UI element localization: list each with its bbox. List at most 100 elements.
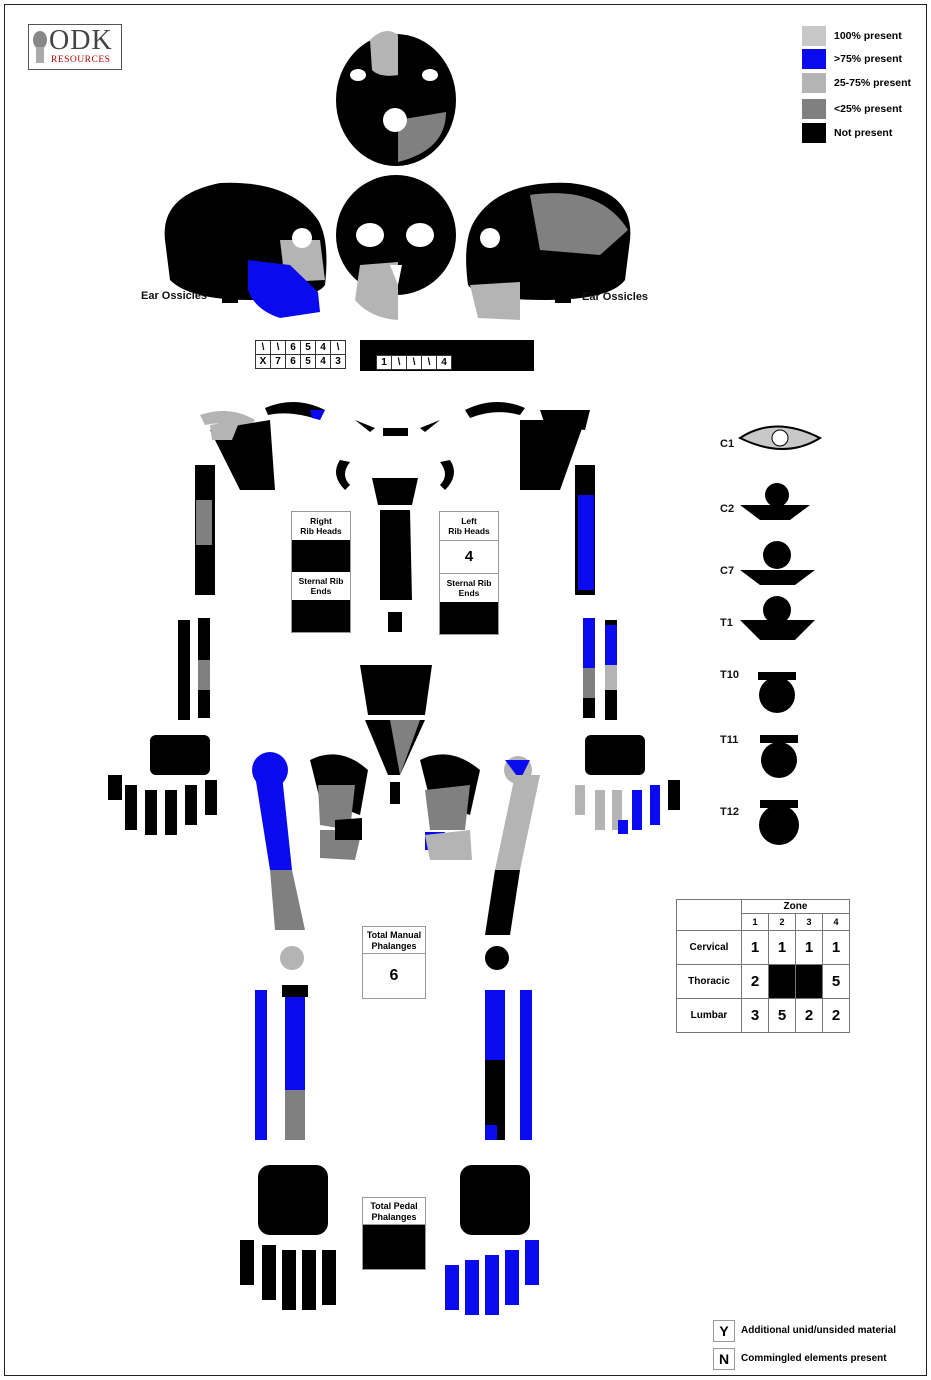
tooth-cell[interactable]: 6	[286, 355, 301, 369]
tooth-cell[interactable]: 4	[316, 355, 331, 369]
zone-cell[interactable]: 2	[823, 999, 850, 1033]
right-rib-heads-value	[292, 540, 350, 572]
flag-code-box[interactable]: Y	[713, 1320, 735, 1342]
pedal-phalanges-value	[363, 1224, 425, 1269]
ear-ossicles-left-label: Ear Ossicles	[582, 291, 648, 303]
hand-right	[108, 735, 217, 835]
ear-ossicles-left-box	[555, 287, 571, 303]
femur-right	[252, 752, 305, 970]
manual-phalanges-box[interactable]: Total Manual Phalanges 6	[362, 926, 426, 999]
flag-text: Commingled elements present	[741, 1353, 887, 1364]
left-rib-heads-box[interactable]: Left Rib Heads 4 Sternal Rib Ends	[439, 511, 499, 635]
left-rib-heads-title: Left Rib Heads	[440, 512, 498, 540]
pedal-phalanges-title: Total Pedal Phalanges	[363, 1198, 425, 1224]
dentition-upper-right: \ \ 6 5 4 \ X 7 6 5 4 3	[255, 340, 346, 369]
tooth-cell[interactable]: \	[271, 341, 286, 355]
tooth-cell[interactable]: 4	[316, 341, 331, 355]
zone-cell[interactable]: 2	[796, 999, 823, 1033]
vertebra-label-t12: T12	[720, 806, 739, 818]
forearm-right	[178, 618, 210, 720]
zone-col-header: 4	[823, 914, 850, 931]
zone-cell[interactable]: 5	[823, 965, 850, 999]
tooth-cell[interactable]: 1	[377, 356, 392, 370]
right-sternal-rib-ends-value	[292, 600, 350, 632]
tooth-cell[interactable]: \	[407, 356, 422, 370]
humerus-left	[575, 465, 595, 595]
tooth-cell[interactable]: 5	[301, 341, 316, 355]
vertebra-t1	[740, 596, 815, 640]
vertebra-label-c7: C7	[720, 565, 734, 577]
vertebra-t11	[760, 735, 798, 778]
vertebra-t12	[759, 800, 799, 845]
hand-left	[575, 735, 680, 834]
tooth-cell[interactable]: 6	[286, 341, 301, 355]
sacrum	[360, 665, 432, 804]
zone-cell[interactable]: 1	[769, 931, 796, 965]
vertebra-label-t1: T1	[720, 617, 733, 629]
vertebra-label-t11: T11	[720, 734, 738, 746]
pelvis-left	[420, 754, 480, 860]
tooth-cell[interactable]: \	[256, 341, 271, 355]
skull-superior	[336, 31, 456, 166]
zone-cell[interactable]: 5	[769, 999, 796, 1033]
lower-leg-right	[255, 985, 308, 1140]
vertebra-label-c1: C1	[720, 438, 734, 450]
zone-col-header: 1	[742, 914, 769, 931]
right-rib-heads-box[interactable]: Right Rib Heads Sternal Rib Ends	[291, 511, 351, 633]
zone-col-header: 3	[796, 914, 823, 931]
zone-row-label: Lumbar	[677, 999, 742, 1033]
humerus-right	[195, 465, 215, 595]
tooth-cell[interactable]: 4	[437, 356, 452, 370]
right-sternal-rib-ends-title: Sternal Rib Ends	[292, 572, 350, 600]
vertebra-label-c2: C2	[720, 503, 734, 515]
shoulder-girdle	[200, 402, 590, 490]
axial-center	[336, 420, 454, 632]
forearm-left	[583, 618, 617, 720]
right-rib-heads-title: Right Rib Heads	[292, 512, 350, 540]
vertebra-c1	[740, 427, 820, 450]
vertebral-zone-table: Zone 1 2 3 4 Cervical 1 1 1 1 Thoracic 2…	[676, 899, 850, 1033]
pedal-phalanges-box[interactable]: Total Pedal Phalanges	[362, 1197, 426, 1270]
femur-left	[485, 756, 540, 970]
zone-cell[interactable]	[796, 965, 823, 999]
skull-frontal	[336, 175, 456, 320]
lower-leg-left	[485, 990, 532, 1140]
vertebra-c7	[740, 541, 815, 585]
tooth-cell[interactable]: 7	[271, 355, 286, 369]
manual-phalanges-title: Total Manual Phalanges	[363, 927, 425, 953]
foot-right	[240, 1165, 336, 1310]
pelvis-right	[310, 754, 368, 860]
vertebra-t10	[758, 672, 796, 713]
tooth-cell[interactable]: 3	[331, 355, 346, 369]
manual-phalanges-value: 6	[363, 953, 425, 998]
ear-ossicles-right-box	[222, 287, 238, 303]
tooth-cell[interactable]: X	[256, 355, 271, 369]
dentition-lower-left: 1 \ \ \ 4	[376, 355, 452, 370]
zone-cell[interactable]: 3	[742, 999, 769, 1033]
zone-cell[interactable]: 1	[823, 931, 850, 965]
left-rib-heads-value: 4	[440, 540, 498, 574]
zone-header: Zone	[742, 900, 850, 914]
zone-row-label: Thoracic	[677, 965, 742, 999]
zone-corner	[677, 900, 742, 931]
left-sternal-rib-ends-title: Sternal Rib Ends	[440, 574, 498, 602]
flag-text: Additional unid/unsided material	[741, 1325, 896, 1336]
zone-cell[interactable]: 1	[742, 931, 769, 965]
ear-ossicles-right-label: Ear Ossicles	[141, 290, 207, 302]
tooth-cell[interactable]: 5	[301, 355, 316, 369]
left-sternal-rib-ends-value	[440, 602, 498, 634]
vertebra-c2	[740, 483, 810, 520]
zone-cell[interactable]: 2	[742, 965, 769, 999]
zone-cell[interactable]: 1	[796, 931, 823, 965]
zone-row-label: Cervical	[677, 931, 742, 965]
zone-col-header: 2	[769, 914, 796, 931]
zone-cell[interactable]	[769, 965, 796, 999]
flag-code-box[interactable]: N	[713, 1348, 735, 1370]
vertebra-label-t10: T10	[720, 669, 739, 681]
tooth-cell[interactable]: \	[422, 356, 437, 370]
tooth-cell[interactable]: \	[392, 356, 407, 370]
foot-left	[445, 1165, 539, 1315]
tooth-cell[interactable]: \	[331, 341, 346, 355]
